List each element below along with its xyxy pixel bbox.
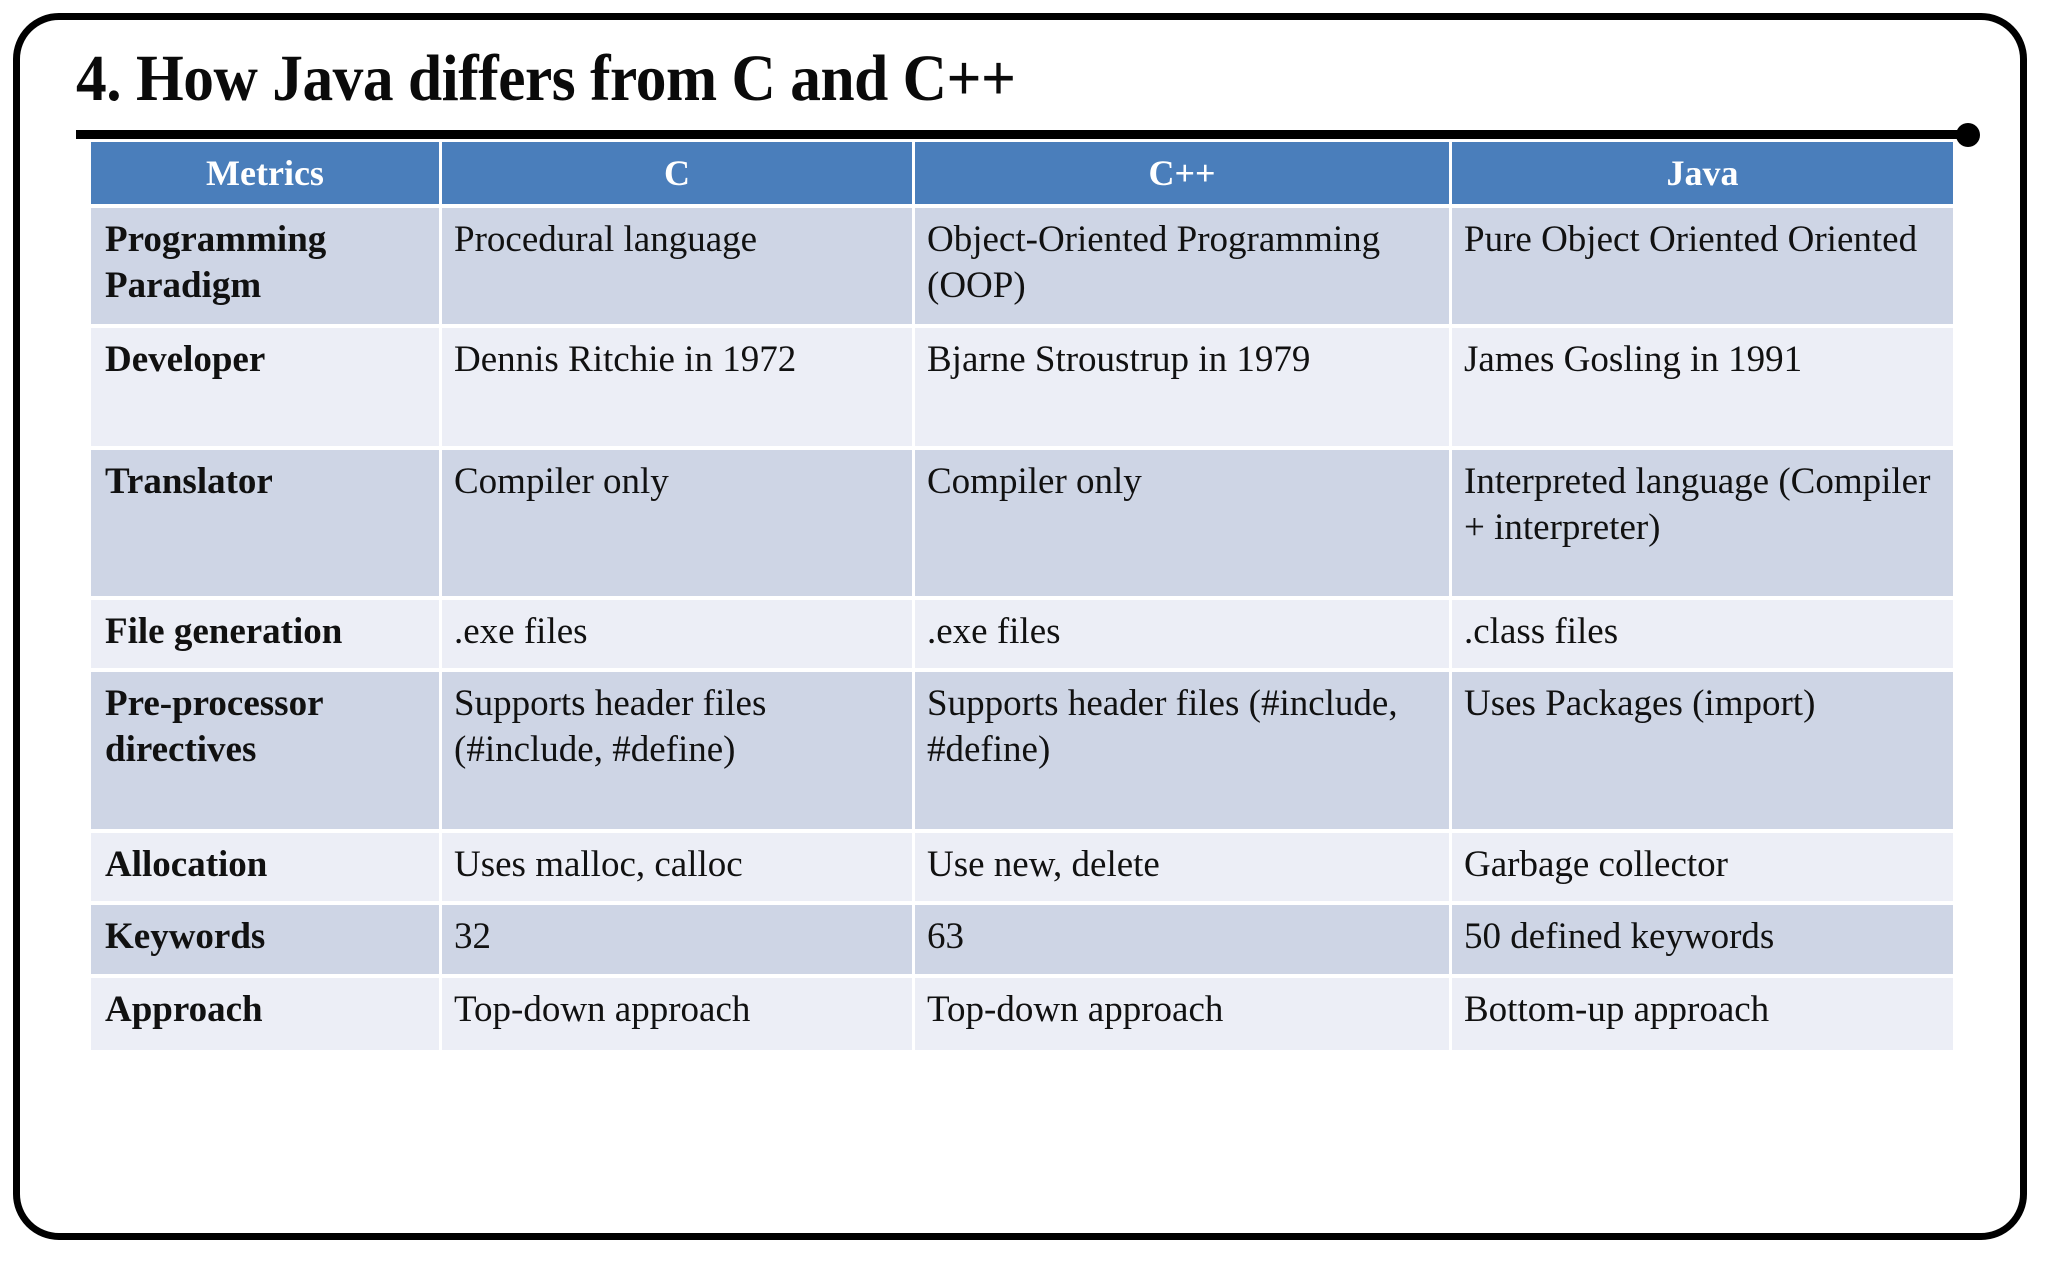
slide-frame: 4. How Java differs from C and C++ Metri… bbox=[13, 13, 2027, 1240]
table-row: Programming Paradigm Procedural language… bbox=[91, 208, 1953, 328]
table-row: Translator Compiler only Compiler only I… bbox=[91, 450, 1953, 600]
cell-cpp: Top-down approach bbox=[915, 978, 1452, 1054]
cell-c: 32 bbox=[442, 905, 915, 978]
comparison-table: Metrics C C++ Java Programming Paradigm … bbox=[91, 142, 1953, 1054]
cell-java: 50 defined keywords bbox=[1452, 905, 1953, 978]
cell-cpp: Use new, delete bbox=[915, 833, 1452, 905]
cell-cpp: Compiler only bbox=[915, 450, 1452, 600]
cell-metric: Keywords bbox=[91, 905, 442, 978]
cell-metric: Approach bbox=[91, 978, 442, 1054]
cell-metric: Developer bbox=[91, 328, 442, 450]
column-header-metrics: Metrics bbox=[91, 142, 442, 208]
title-block: 4. How Java differs from C and C++ bbox=[76, 40, 1976, 118]
cell-java: Uses Packages (import) bbox=[1452, 672, 1953, 833]
cell-java: Bottom-up approach bbox=[1452, 978, 1953, 1054]
column-header-java: Java bbox=[1452, 142, 1953, 208]
cell-c: .exe files bbox=[442, 600, 915, 672]
cell-metric: File generation bbox=[91, 600, 442, 672]
cell-java: .class files bbox=[1452, 600, 1953, 672]
table-row: Keywords 32 63 50 defined keywords bbox=[91, 905, 1953, 978]
title-underline-dot-icon bbox=[1956, 123, 1980, 147]
table-row: File generation .exe files .exe files .c… bbox=[91, 600, 1953, 672]
cell-c: Top-down approach bbox=[442, 978, 915, 1054]
cell-java: James Gosling in 1991 bbox=[1452, 328, 1953, 450]
cell-java: Garbage collector bbox=[1452, 833, 1953, 905]
cell-metric: Translator bbox=[91, 450, 442, 600]
table-row: Approach Top-down approach Top-down appr… bbox=[91, 978, 1953, 1054]
page-title: 4. How Java differs from C and C++ bbox=[76, 42, 1016, 115]
cell-c: Dennis Ritchie in 1972 bbox=[442, 328, 915, 450]
title-underline bbox=[76, 122, 2008, 147]
cell-c: Procedural language bbox=[442, 208, 915, 328]
column-header-cpp: C++ bbox=[915, 142, 1452, 208]
cell-cpp: Supports header files (#include, #define… bbox=[915, 672, 1452, 833]
cell-metric: Pre-processor directives bbox=[91, 672, 442, 833]
cell-metric: Programming Paradigm bbox=[91, 208, 442, 328]
table-header-row: Metrics C C++ Java bbox=[91, 142, 1953, 208]
table-row: Developer Dennis Ritchie in 1972 Bjarne … bbox=[91, 328, 1953, 450]
cell-c: Supports header files (#include, #define… bbox=[442, 672, 915, 833]
cell-cpp: Bjarne Stroustrup in 1979 bbox=[915, 328, 1452, 450]
cell-c: Uses malloc, calloc bbox=[442, 833, 915, 905]
title-underline-bar bbox=[76, 130, 1976, 139]
cell-cpp: Object-Oriented Programming (OOP) bbox=[915, 208, 1452, 328]
cell-java: Interpreted language (Compiler + interpr… bbox=[1452, 450, 1953, 600]
cell-java: Pure Object Oriented Oriented bbox=[1452, 208, 1953, 328]
table-row: Pre-processor directives Supports header… bbox=[91, 672, 1953, 833]
cell-metric: Allocation bbox=[91, 833, 442, 905]
cell-c: Compiler only bbox=[442, 450, 915, 600]
column-header-c: C bbox=[442, 142, 915, 208]
cell-cpp: .exe files bbox=[915, 600, 1452, 672]
cell-cpp: 63 bbox=[915, 905, 1452, 978]
table-row: Allocation Uses malloc, calloc Use new, … bbox=[91, 833, 1953, 905]
